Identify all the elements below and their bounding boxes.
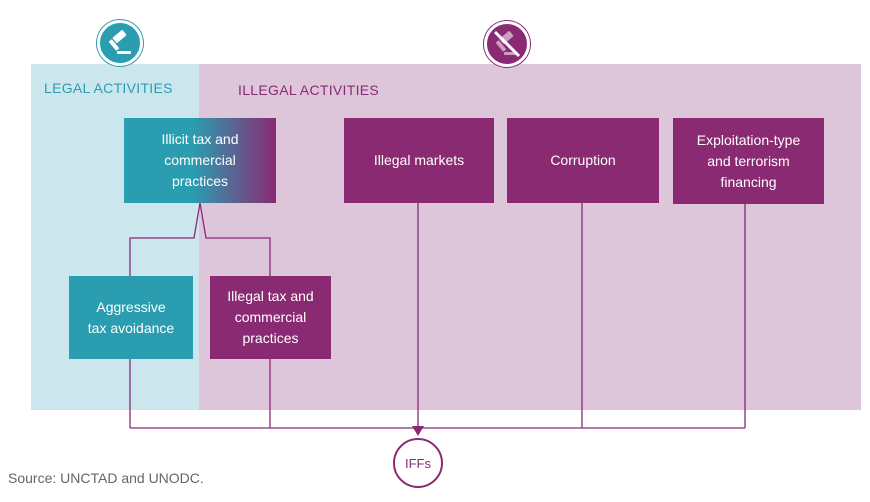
exploitation-box: Exploitation-type and terrorism financin…: [673, 118, 824, 204]
aggressive-tax-avoidance-box: Aggressive tax avoidance: [69, 276, 193, 359]
illicit-tax-box: Illicit tax and commercial practices: [124, 118, 276, 203]
illegal-tax-box: Illegal tax and commercial practices: [210, 276, 331, 359]
illegal-activities-label: ILLEGAL ACTIVITIES: [238, 82, 380, 98]
split-connector: [129, 202, 201, 276]
source-note: Source: UNCTAD and UNODC.: [8, 470, 204, 486]
gavel-icon: [97, 20, 143, 66]
corruption-box: Corruption: [507, 118, 659, 203]
illegal-markets-box: Illegal markets: [344, 118, 494, 203]
crossed-out-gavel-icon: [484, 21, 530, 67]
iffs-node: IFFs: [393, 438, 443, 488]
legal-activities-label: LEGAL ACTIVITIES: [44, 80, 173, 96]
arrow-head: [412, 426, 424, 436]
split-connector-right: [199, 202, 271, 276]
